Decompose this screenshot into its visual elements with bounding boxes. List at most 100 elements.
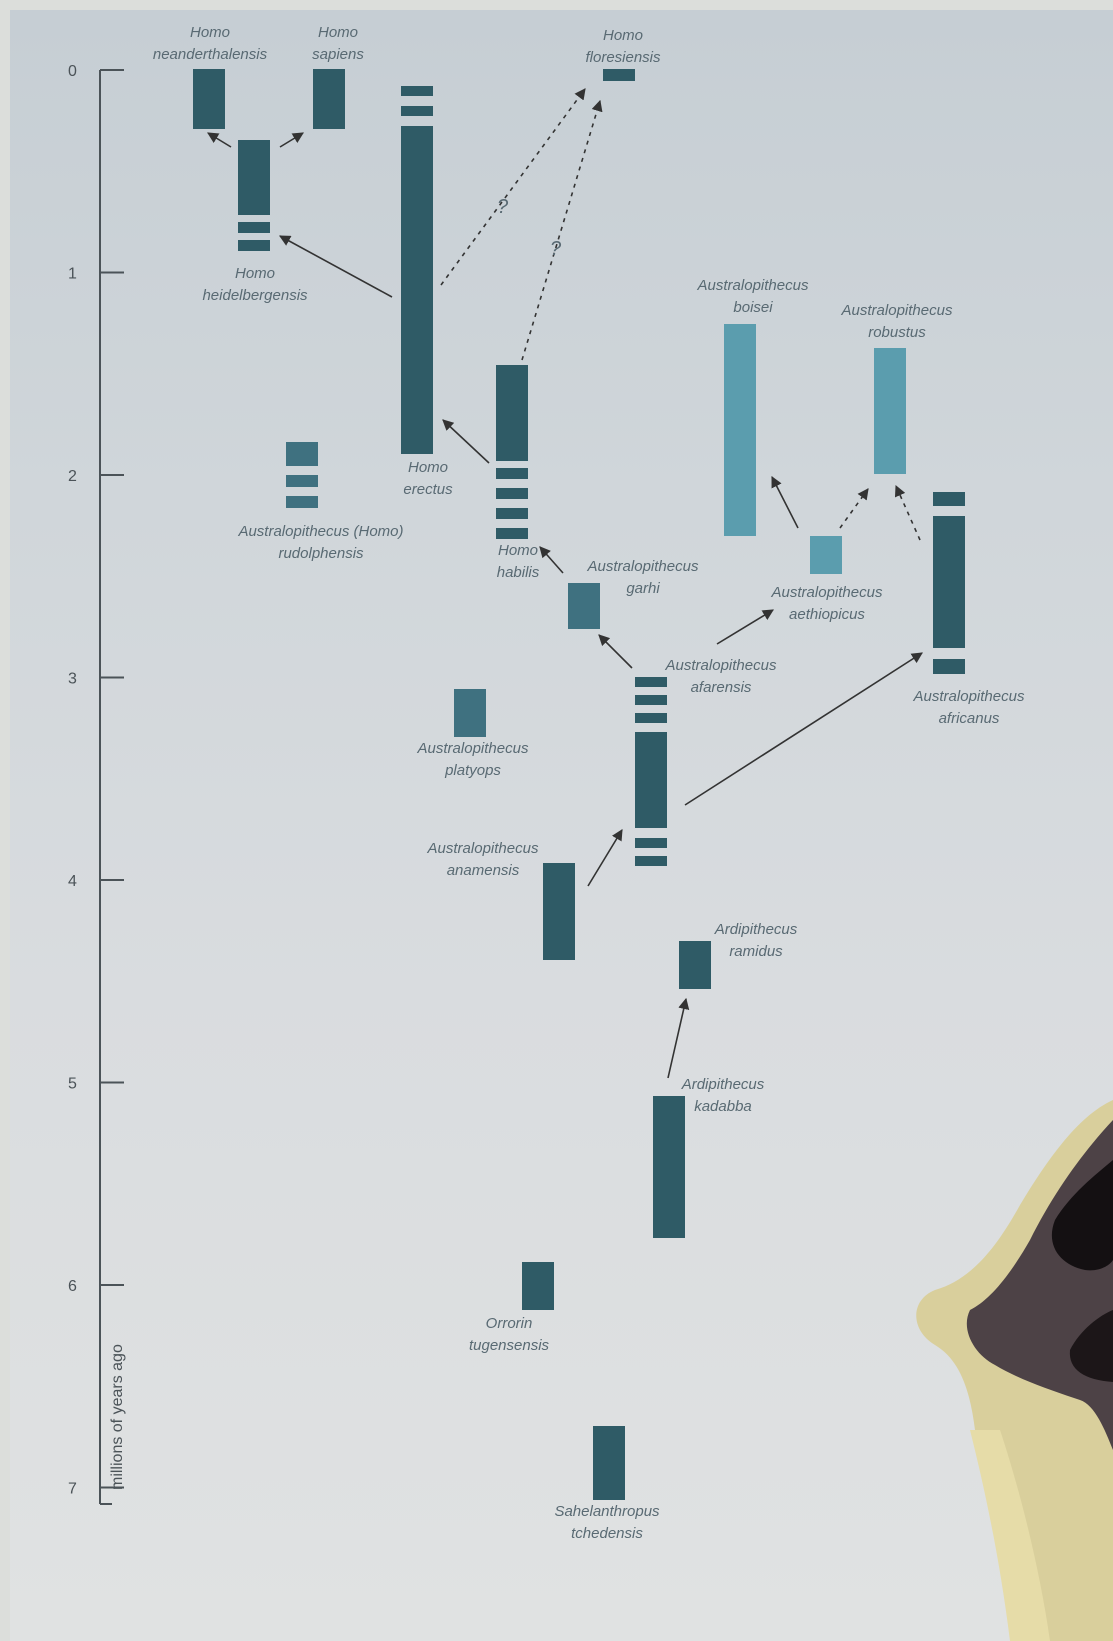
bar-garhi [568, 583, 600, 629]
label-line: rudolphensis [278, 545, 364, 562]
bar-heidelbergensis-segment [238, 240, 270, 251]
label-erectus: Homo erectus [403, 459, 453, 498]
label-line: afarensis [691, 679, 752, 696]
label-line: ramidus [729, 943, 783, 960]
label-line: platyops [444, 762, 501, 779]
bar-rudolphensis-segment [286, 442, 318, 466]
axis-tick-label: 4 [68, 873, 77, 890]
bar-africanus-segment [933, 492, 965, 506]
bar-platyops [454, 689, 486, 737]
label-line: erectus [403, 481, 453, 498]
label-line: kadabba [694, 1098, 752, 1115]
arrow-africanus-to-robustus [894, 484, 921, 541]
label-line: robustus [868, 324, 926, 341]
label-line: habilis [497, 564, 540, 581]
arrow-heidelbergensis-to-sapiens [279, 132, 304, 148]
bar-floresiensis [603, 69, 635, 81]
arrow-habilis-to-floresiensis [521, 99, 603, 361]
arrow-kadabba-to-ramidus [667, 997, 690, 1079]
bar-habilis-segment [496, 508, 528, 519]
bar-afarensis-segment [635, 677, 667, 687]
label-aethiopicus: Australopithecus aethiopicus [771, 584, 883, 623]
label-line: boisei [733, 299, 773, 316]
bar-afarensis-segment [635, 695, 667, 705]
arrow-erectus-to-floresiensis [440, 88, 586, 286]
label-line: Australopithecus (Homo) [237, 523, 403, 540]
bar-rudolphensis-segment [286, 475, 318, 487]
label-line: Homo [408, 459, 448, 476]
bar-afarensis [635, 732, 667, 828]
bar-erectus-segment [401, 106, 433, 116]
label-line: aethiopicus [789, 606, 865, 623]
bar-kadabba [653, 1096, 685, 1238]
label-line: africanus [939, 710, 1000, 727]
bar-africanus-segment [933, 659, 965, 674]
bar-robustus [874, 348, 906, 474]
label-line: heidelbergensis [202, 287, 308, 304]
bar-ramidus [679, 941, 711, 989]
label-line: Australopithecus [913, 688, 1025, 705]
bar-sapiens [313, 69, 345, 129]
axis-tick-label: 2 [68, 468, 77, 485]
label-line: Ardipithecus [714, 921, 798, 938]
label-line: floresiensis [585, 49, 661, 66]
uncertainty-mark: ? [550, 238, 562, 260]
arrow-anamensis-to-afarensis [587, 829, 623, 887]
label-rudolphensis: Australopithecus (Homo) rudolphensis [237, 523, 403, 562]
label-sapiens: Homo sapiens [312, 24, 364, 63]
bar-afarensis-segment [635, 713, 667, 723]
label-line: Homo [318, 24, 358, 41]
label-line: Ardipithecus [681, 1076, 765, 1093]
axis-tick-label: 5 [68, 1076, 77, 1093]
axis-tick-label: 7 [68, 1481, 77, 1498]
bar-rudolphensis-segment [286, 496, 318, 508]
axis-tick-label: 3 [68, 671, 77, 688]
label-heidelbergensis: Homo heidelbergensis [202, 265, 308, 304]
species-bars [193, 69, 965, 1500]
label-line: Australopithecus [427, 840, 539, 857]
label-platyops: Australopithecus platyops [417, 740, 529, 779]
axis-label: millions of years ago [109, 1344, 126, 1490]
bar-erectus-segment [401, 86, 433, 96]
label-line: garhi [626, 580, 660, 597]
bar-orrorin [522, 1262, 554, 1310]
arrow-afarensis-to-aethiopicus [716, 609, 774, 645]
label-line: Homo [190, 24, 230, 41]
lineage-arrows [207, 88, 923, 1079]
label-line: Sahelanthropus [554, 1503, 660, 1520]
bar-africanus [933, 516, 965, 648]
label-line: Homo [235, 265, 275, 282]
label-line: Australopithecus [587, 558, 699, 575]
skull-photo-fragment [916, 1100, 1113, 1641]
axis-tick-label: 1 [68, 266, 77, 283]
bar-habilis-segment [496, 528, 528, 539]
bar-habilis-segment [496, 488, 528, 499]
arrow-aethiopicus-to-robustus [839, 488, 869, 529]
label-africanus: Australopithecus africanus [913, 688, 1025, 727]
arrow-garhi-to-habilis [539, 546, 564, 574]
label-line: sapiens [312, 46, 364, 63]
label-line: Australopithecus [771, 584, 883, 601]
label-line: Homo [603, 27, 643, 44]
label-line: Orrorin [486, 1315, 533, 1332]
bar-afarensis-segment [635, 856, 667, 866]
label-line: tchedensis [571, 1525, 643, 1542]
uncertainty-mark: ? [497, 196, 509, 218]
axis-tick-label: 0 [68, 63, 77, 80]
arrow-aethiopicus-to-boisei [771, 476, 799, 529]
bar-erectus [401, 126, 433, 454]
label-line: Australopithecus [665, 657, 777, 674]
label-line: Australopithecus [417, 740, 529, 757]
label-floresiensis: Homo floresiensis [585, 27, 661, 66]
label-garhi: Australopithecus garhi [587, 558, 699, 597]
bar-neanderthalensis [193, 69, 225, 129]
bar-heidelbergensis [238, 140, 270, 215]
